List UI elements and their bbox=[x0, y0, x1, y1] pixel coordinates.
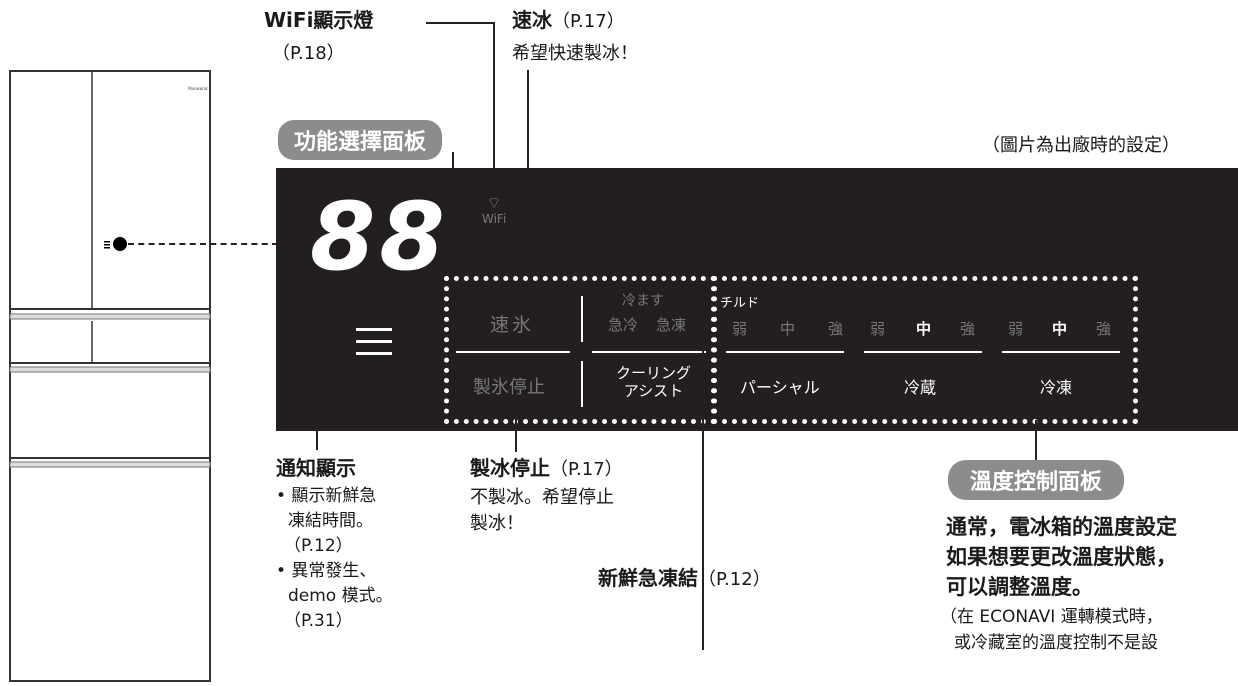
wifi-indicator: ⌔ WiFi bbox=[482, 193, 507, 227]
freezer-button[interactable]: 冷凍 bbox=[1040, 378, 1073, 397]
ice-stop-button[interactable]: 製氷停止 bbox=[473, 377, 545, 398]
panel-location-marker bbox=[113, 237, 127, 251]
wifi-annotation: WiFi顯示燈 bbox=[264, 8, 374, 32]
wifi-icon: ⌔ bbox=[486, 193, 502, 212]
temp-panel-label: 溫度控制面板 bbox=[948, 460, 1125, 500]
cool-header: 冷ます bbox=[622, 293, 664, 309]
temp-desc: 通常，電冰箱的溫度設定 如果想要更改溫度狀態， 可以調整溫度。 bbox=[946, 515, 1177, 599]
icestop-annotation: 製冰停止（P.17） bbox=[470, 456, 623, 480]
fridge-illustration: Panasonic bbox=[9, 70, 211, 682]
fridge-level-mid[interactable]: 中 bbox=[916, 320, 932, 338]
freezer-level-weak[interactable]: 弱 bbox=[1008, 320, 1024, 338]
cooling-assist-button[interactable]: クーリング アシスト bbox=[616, 364, 692, 400]
chilled-label: チルド bbox=[720, 296, 760, 311]
freezer-level-mid[interactable]: 中 bbox=[1052, 320, 1068, 338]
quick-ice-desc: 希望快速製冰！ bbox=[512, 43, 638, 64]
partial-level-strong[interactable]: 強 bbox=[828, 320, 844, 338]
fresh-freeze-annotation: 新鮮急凍結（P.12） bbox=[598, 566, 771, 590]
notify-title: 通知顯示 bbox=[276, 456, 356, 480]
fridge-level-strong[interactable]: 強 bbox=[960, 320, 976, 338]
freezer-level-strong[interactable]: 強 bbox=[1096, 320, 1112, 338]
rapid-cool-button[interactable]: 急冷 bbox=[608, 316, 639, 334]
icestop-desc-2: 製冰！ bbox=[470, 513, 524, 534]
function-panel-frame bbox=[444, 276, 716, 424]
control-panel: 88 ⌔ WiFi 速氷 製氷停止 冷ます 急冷 急凍 クーリング アシスト チ… bbox=[276, 168, 1238, 431]
partial-level-mid[interactable]: 中 bbox=[780, 320, 796, 338]
partial-level-weak[interactable]: 弱 bbox=[732, 320, 748, 338]
quick-ice-button[interactable]: 速氷 bbox=[490, 314, 535, 336]
fridge-level-weak[interactable]: 弱 bbox=[870, 320, 886, 338]
rapid-freeze-button[interactable]: 急凍 bbox=[656, 316, 687, 334]
factory-setting-note: （圖片為出廠時的設定） bbox=[982, 135, 1180, 156]
function-panel-label: 功能選擇面板 bbox=[278, 120, 443, 160]
temp-panel-frame bbox=[712, 276, 1138, 424]
menu-icon[interactable] bbox=[356, 328, 392, 355]
partial-button[interactable]: パーシャル bbox=[740, 378, 820, 397]
brand-logo: Panasonic bbox=[188, 86, 208, 91]
econavi-note: （在 ECONAVI 運轉模式時， 或冷藏室的溫度控制不是設 bbox=[940, 607, 1163, 653]
fridge-button[interactable]: 冷蔵 bbox=[904, 378, 937, 397]
wifi-ref: （P.18） bbox=[272, 43, 345, 64]
quick-ice-annotation: 速冰（P.17） bbox=[512, 8, 625, 32]
digit-display: 88 bbox=[310, 183, 449, 292]
notify-desc: • 顯示新鮮急 凍結時間。 （P.12） • 異常發生、 demo 模式。 （P… bbox=[276, 486, 393, 631]
pointer-dashed-line bbox=[128, 243, 278, 245]
icestop-desc-1: 不製冰。希望停止 bbox=[470, 487, 614, 508]
